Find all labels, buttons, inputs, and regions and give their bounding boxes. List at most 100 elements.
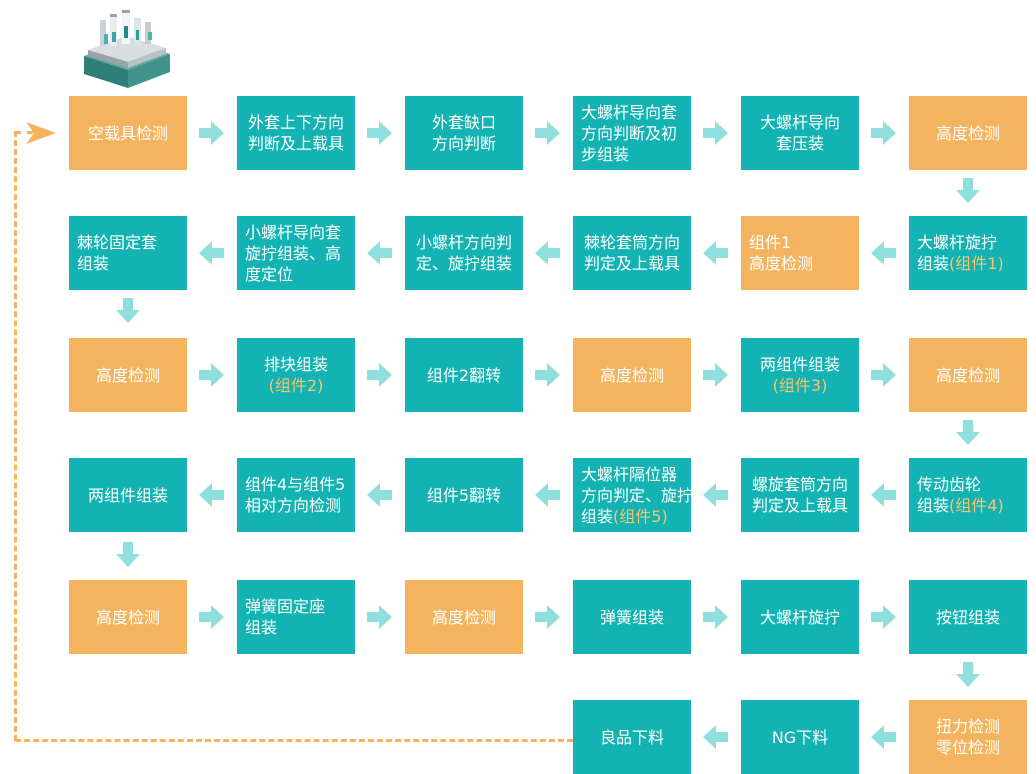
step-text: 组装 bbox=[245, 617, 277, 638]
flow-arrow-left-icon bbox=[703, 725, 728, 749]
process-step-30: 按钮组装 bbox=[909, 580, 1027, 654]
loop-arrowhead-icon bbox=[26, 122, 56, 144]
step-label: 传动齿轮 bbox=[917, 475, 982, 494]
flow-arrow-left-icon bbox=[871, 483, 896, 507]
step-text: 组装(组件1) bbox=[917, 253, 1004, 274]
step-text: 组件5翻转 bbox=[427, 485, 501, 506]
step-text: 棘轮套筒方向 bbox=[584, 232, 680, 253]
step-text: 相对方向检测 bbox=[245, 495, 341, 516]
flow-arrow-down-icon bbox=[956, 662, 980, 687]
step-label: 旋拧组装、高 bbox=[245, 243, 342, 263]
flow-arrow-down-icon bbox=[956, 420, 980, 445]
step-text: 组件1 bbox=[749, 232, 791, 253]
flow-arrow-right-icon bbox=[199, 121, 224, 145]
process-step-10: 小螺杆方向判定、旋拧组装 bbox=[405, 216, 523, 290]
process-step-14: 排块组装(组件2) bbox=[237, 338, 355, 412]
step-text: 组装(组件5) bbox=[581, 506, 668, 527]
step-label: 良品下料 bbox=[599, 727, 664, 747]
flow-arrow-right-icon bbox=[535, 363, 560, 387]
step-label: NG下料 bbox=[771, 727, 829, 747]
step-text: 棘轮固定套 bbox=[77, 232, 157, 253]
step-text: 步组装 bbox=[581, 144, 629, 165]
step-text: 按钮组装 bbox=[936, 607, 1000, 628]
step-text: 高度检测 bbox=[749, 253, 813, 274]
flow-arrow-left-icon bbox=[199, 241, 224, 265]
step-label: 度定位 bbox=[245, 264, 294, 284]
step-text: 零位检测 bbox=[936, 737, 1000, 758]
step-text: 排块组装 bbox=[264, 354, 328, 375]
step-label: 两组件组装 bbox=[759, 355, 840, 374]
process-step-26: 弹簧固定座组装 bbox=[237, 580, 355, 654]
step-label: 高度检测 bbox=[935, 365, 1000, 385]
step-label: 组装 bbox=[917, 496, 950, 515]
step-text: 外套上下方向 bbox=[248, 112, 344, 133]
step-text: 弹簧固定座 bbox=[245, 596, 325, 617]
step-text: 组装(组件4) bbox=[917, 495, 1004, 516]
flow-arrow-right-icon bbox=[703, 605, 728, 629]
flow-arrow-right-icon bbox=[871, 363, 896, 387]
loop-line-bottom bbox=[15, 739, 573, 742]
step-text: 大螺杆隔位器 bbox=[581, 464, 677, 485]
flow-arrow-left-icon bbox=[871, 241, 896, 265]
process-step-11: 小螺杆导向套旋拧组装、高度定位 bbox=[237, 216, 355, 290]
step-text: 方向判断 bbox=[432, 133, 496, 154]
process-step-3: 外套缺口方向判断 bbox=[405, 96, 523, 170]
step-text: 方向判定、旋拧 bbox=[581, 485, 693, 506]
step-label: 组件5翻转 bbox=[426, 485, 502, 505]
step-label: 判定及上载具 bbox=[583, 254, 680, 273]
step-text: 弹簧组装 bbox=[600, 607, 664, 628]
step-text: 定、旋拧组装 bbox=[416, 253, 512, 274]
step-text: 高度检测 bbox=[432, 607, 496, 628]
flow-arrow-down-icon bbox=[116, 542, 140, 567]
flow-arrow-right-icon bbox=[199, 605, 224, 629]
step-label: 螺旋套筒方向 bbox=[751, 475, 848, 494]
flow-arrow-right-icon bbox=[871, 121, 896, 145]
step-label: 判定及上载具 bbox=[751, 496, 848, 515]
process-step-5: 大螺杆导向套压装 bbox=[741, 96, 859, 170]
step-text: 扭力检测 bbox=[936, 716, 1000, 737]
step-text: 套压装 bbox=[776, 133, 824, 154]
step-label: 判断及上载具 bbox=[247, 134, 344, 153]
process-step-22: 组件5翻转 bbox=[405, 458, 523, 532]
step-label: 套压装 bbox=[775, 134, 824, 153]
process-step-16: 高度检测 bbox=[573, 338, 691, 412]
process-step-13: 高度检测 bbox=[69, 338, 187, 412]
step-text: 高度检测 bbox=[96, 607, 160, 628]
step-label: 排块组装 bbox=[263, 355, 328, 374]
flow-arrow-right-icon bbox=[871, 605, 896, 629]
step-text: 传动齿轮 bbox=[917, 474, 981, 495]
step-text: 大螺杆旋拧 bbox=[917, 232, 997, 253]
step-label: 大螺杆导向 bbox=[759, 113, 840, 132]
loop-line-top bbox=[15, 131, 33, 134]
step-label: 组件4与组件5 bbox=[245, 475, 346, 494]
step-text: 组装 bbox=[77, 253, 109, 274]
step-text: 大螺杆导向 bbox=[760, 112, 840, 133]
step-label: 大螺杆旋拧 bbox=[917, 233, 998, 252]
step-label: 零位检测 bbox=[935, 738, 1000, 757]
flow-arrow-right-icon bbox=[535, 121, 560, 145]
step-label: 组件2翻转 bbox=[426, 365, 502, 385]
step-text: 大螺杆旋拧 bbox=[760, 607, 840, 628]
process-step-20: 螺旋套筒方向判定及上载具 bbox=[741, 458, 859, 532]
step-label: 大螺杆隔位器 bbox=[581, 464, 678, 484]
flow-arrow-left-icon bbox=[199, 483, 224, 507]
process-step-1: 空载具检测 bbox=[69, 96, 187, 170]
step-label: 高度检测 bbox=[95, 607, 160, 627]
process-step-7: 大螺杆旋拧组装(组件1) bbox=[909, 216, 1027, 290]
process-step-4: 大螺杆导向套方向判断及初步组装 bbox=[573, 96, 691, 170]
step-label: 按钮组装 bbox=[935, 607, 1000, 627]
step-label: 高度检测 bbox=[935, 123, 1000, 143]
step-label: 相对方向检测 bbox=[245, 496, 342, 515]
step-label: 组件1 bbox=[749, 233, 792, 252]
step-label: 步组装 bbox=[581, 144, 630, 164]
step-text: 良品下料 bbox=[600, 727, 664, 748]
test-fixture-icon bbox=[84, 10, 170, 88]
flow-arrow-left-icon bbox=[703, 483, 728, 507]
process-step-19: 传动齿轮组装(组件4) bbox=[909, 458, 1027, 532]
step-text: 高度检测 bbox=[936, 365, 1000, 386]
step-label: 方向判断及初 bbox=[581, 123, 678, 143]
flow-arrow-right-icon bbox=[703, 121, 728, 145]
process-step-29: 大螺杆旋拧 bbox=[741, 580, 859, 654]
step-label: 棘轮固定套 bbox=[77, 233, 158, 252]
flow-arrow-right-icon bbox=[703, 363, 728, 387]
